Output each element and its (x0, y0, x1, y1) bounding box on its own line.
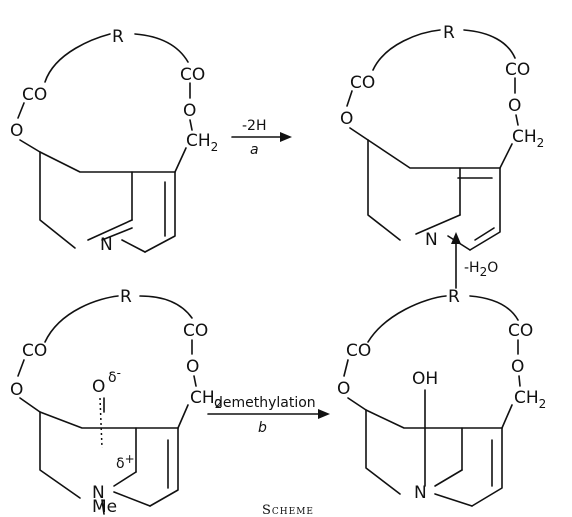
delta-minus-label: δ- (108, 366, 121, 386)
r-group-label: R (448, 287, 460, 307)
ester-co-label: CO (346, 341, 371, 361)
ch2-label: CH2 (512, 127, 544, 150)
nitrogen-label: N (92, 483, 105, 503)
molecule-reactant-top: R CO CO O O CH2 N (10, 27, 218, 255)
r-group-label: R (120, 287, 132, 307)
ch2-label: CH2 (514, 388, 546, 411)
nitrogen-label: N (100, 235, 113, 255)
ester-co-label: CO (508, 321, 533, 341)
molecule-reactant-bottom: R CO CO O O CH2 O δ- δ+ N (10, 287, 222, 515)
ester-co-label: CO (22, 85, 47, 105)
ester-o-label: O (508, 96, 521, 116)
oxide-o-label: O (92, 377, 105, 397)
arrow-b-label-bottom: b (258, 420, 267, 436)
ester-co-label: CO (350, 73, 375, 93)
ester-o-label: O (10, 121, 23, 141)
arrow-a: -2H a (231, 118, 292, 158)
arrow-a-label-bottom: a (250, 142, 259, 158)
arrow-b: demethylation b (207, 395, 330, 436)
molecule-product-top: R CO CO O O CH2 N (340, 23, 544, 251)
ester-o-label: O (337, 379, 350, 399)
hydroxyl-label: OH (412, 369, 438, 389)
ch2-label: CH2 (186, 131, 218, 154)
ester-o-label: O (511, 357, 524, 377)
nitrogen-label: N (414, 483, 427, 503)
molecule-intermediate-bottom: R CO CO O O CH2 OH N (337, 287, 546, 507)
nitrogen-label: N (425, 230, 438, 250)
ester-o-label: O (183, 101, 196, 121)
scheme-caption: Scheme (262, 503, 314, 517)
delta-plus-label: δ+ (116, 452, 135, 472)
arrow-dehydration: -H2O (451, 232, 498, 289)
arrow-dehydration-label: -H2O (464, 260, 498, 279)
ester-o-label: O (10, 380, 23, 400)
methyl-label: Me (92, 497, 117, 517)
arrow-a-label-top: -2H (242, 118, 267, 134)
arrow-b-label-top: demethylation (214, 395, 316, 411)
ester-co-label: CO (22, 341, 47, 361)
ester-co-label: CO (180, 65, 205, 85)
ester-o-label: O (186, 357, 199, 377)
ester-co-label: CO (505, 60, 530, 80)
ester-o-label: O (340, 109, 353, 129)
r-group-label: R (443, 23, 455, 43)
r-group-label: R (112, 27, 124, 47)
ester-co-label: CO (183, 321, 208, 341)
ch2-label: CH2 (190, 388, 222, 411)
